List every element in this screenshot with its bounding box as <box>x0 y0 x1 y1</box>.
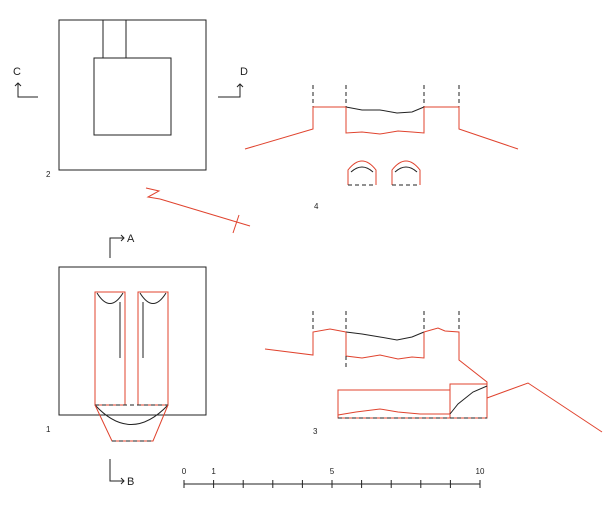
plan-1-right-arch <box>139 292 167 304</box>
section-4-left-niche-arc <box>350 166 374 173</box>
plan-2-passage <box>102 19 127 59</box>
section-marker-b-head <box>120 477 125 485</box>
section-marker-a-head <box>120 234 125 242</box>
section-label-b: B <box>127 476 134 488</box>
section-3-chamber-floor <box>337 408 450 416</box>
scale-bar: 0 1 5 10 <box>182 467 485 488</box>
section-4-fill <box>345 107 425 135</box>
section-4-top-surface <box>345 106 425 114</box>
section-4-right-niche <box>391 160 421 185</box>
section-drawing-3: 3 <box>264 311 603 436</box>
plan-1-left-arch <box>96 292 124 304</box>
section-marker-a-arrow <box>109 237 124 258</box>
section-marker-c: C <box>13 66 38 98</box>
section-marker-b: B <box>109 459 134 488</box>
section-label-a: A <box>127 233 135 245</box>
section-3-top-surface <box>345 331 425 341</box>
north-arrow-tick <box>232 214 240 234</box>
section-3-left-ground <box>264 328 347 356</box>
section-4-right-niche-arc <box>394 166 418 173</box>
plan-1-bowl-curve <box>94 404 169 425</box>
section-3-rubble-line <box>449 385 488 415</box>
drawing-number-1: 1 <box>46 425 51 434</box>
section-3-fill <box>345 332 425 360</box>
scale-bar-label: 5 <box>330 467 335 476</box>
drawing-number-2: 2 <box>46 170 51 179</box>
section-label-d: D <box>240 66 248 78</box>
section-3-right-wall <box>423 327 488 418</box>
scale-bar-label: 1 <box>211 467 216 476</box>
section-3-chamber-end <box>449 383 488 419</box>
north-arrow-line <box>159 198 251 227</box>
scale-bar-label: 10 <box>476 467 485 476</box>
section-marker-b-arrow <box>109 459 124 482</box>
drawing-number-4: 4 <box>314 202 319 211</box>
section-label-c: C <box>13 66 21 78</box>
section-4-right-ground <box>424 106 519 150</box>
north-arrow <box>145 187 251 234</box>
section-drawing-4: 4 <box>244 85 519 211</box>
north-arrow-zigzag <box>145 187 161 200</box>
plan-2-inner-square <box>93 57 172 136</box>
section-marker-d-arrow <box>218 84 241 98</box>
plan-2-outer-frame <box>58 19 207 171</box>
scale-bar-label: 0 <box>182 467 187 476</box>
section-3-right-slope <box>486 382 603 433</box>
scale-bar-ticks: 0 1 5 10 <box>182 467 485 488</box>
plan-drawing-2: 2 <box>46 19 207 179</box>
plan-drawing-1: 1 <box>46 266 207 442</box>
plan-1-bowl-outline <box>94 404 169 442</box>
section-marker-a: A <box>109 233 135 258</box>
section-4-left-ground <box>244 106 346 150</box>
section-marker-c-arrow <box>17 83 38 98</box>
plan-1-outer-frame <box>58 266 207 416</box>
section-marker-c-head <box>14 82 22 87</box>
drawing-number-3: 3 <box>313 427 318 436</box>
section-marker-d: D <box>218 66 248 98</box>
section-marker-d-head <box>236 83 244 88</box>
section-4-left-niche <box>347 160 377 185</box>
